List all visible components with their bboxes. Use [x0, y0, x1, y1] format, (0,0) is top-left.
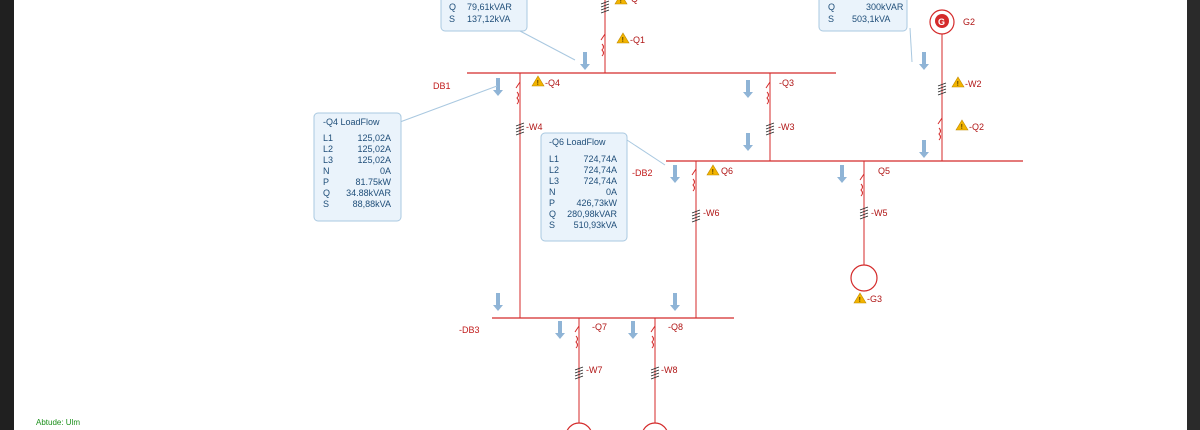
flow-arrow-icon: [743, 133, 753, 151]
loadflow-row-key: L1: [323, 133, 333, 143]
box-row-key: S: [449, 14, 455, 24]
bus-label-db1[interactable]: DB1: [433, 81, 451, 91]
flow-arrow-icon: [555, 321, 565, 339]
loadflow-box-top-right[interactable]: Q 300kVAR S 503,1kVA: [818, 0, 908, 32]
flow-arrow-icon: [493, 293, 503, 311]
loadflow-row-value: 125,02A: [357, 144, 391, 154]
loadflow-row-value: 34.88kVAR: [346, 188, 391, 198]
loadflow-row-key: L1: [549, 154, 559, 164]
loadflow-row-key: Q: [549, 209, 556, 219]
flow-arrow-icon: [670, 293, 680, 311]
cable-label-w5[interactable]: -W5: [871, 208, 888, 218]
device-label-q8[interactable]: -Q8: [668, 322, 683, 332]
warning-icon: [706, 164, 720, 177]
cable-label-w2[interactable]: -W2: [965, 79, 982, 89]
cable-label-w7[interactable]: -W7: [586, 365, 603, 375]
warning-icon: [951, 76, 965, 89]
loadflow-row-key: L2: [549, 165, 559, 175]
device-label-q6[interactable]: Q6: [721, 166, 733, 176]
flow-arrow-icon: [919, 140, 929, 158]
loadflow-row-value: 724,74A: [583, 165, 617, 175]
loadflow-row-key: N: [549, 187, 556, 197]
generator-label-g3[interactable]: -G3: [867, 294, 882, 304]
box-row-value: 503,1kVA: [852, 14, 890, 24]
device-label: -Q: [628, 0, 638, 4]
warning-icon: [614, 0, 628, 6]
loadflow-row-key: P: [549, 198, 555, 208]
loadflow-row-value: 510,93kVA: [574, 220, 617, 230]
device-label-q3[interactable]: -Q3: [779, 78, 794, 88]
loadflow-row-key: N: [323, 166, 330, 176]
device-label-q2[interactable]: -Q2: [969, 122, 984, 132]
generator-label-g2[interactable]: G2: [963, 17, 975, 27]
bus-label-db2[interactable]: -DB2: [632, 168, 653, 178]
box-row-value: 79,61kVAR: [467, 2, 512, 12]
box-row-value: 137,12kVA: [467, 14, 510, 24]
flow-arrow-icon: [628, 321, 638, 339]
loadflow-row-value: 724,74A: [583, 154, 617, 164]
load-w8-icon[interactable]: [642, 422, 668, 430]
diagram-canvas[interactable]: ! Q: [14, 0, 1187, 430]
loadflow-row-value: 0A: [380, 166, 391, 176]
loadflow-row-key: S: [323, 199, 329, 209]
load-w7-icon[interactable]: [566, 422, 592, 430]
loadflow-box-q4[interactable]: -Q4 LoadFlow L1 125,02A L2 125,02A L3 125,02A…: [313, 112, 402, 222]
loadflow-row-value: 125,02A: [357, 133, 391, 143]
flow-arrow-icon: [837, 165, 847, 183]
loadflow-title: -Q6 LoadFlow: [549, 137, 606, 147]
cable-label-w3[interactable]: -W3: [778, 122, 795, 132]
flow-arrow-icon: [580, 52, 590, 70]
box-row-key: Q: [828, 2, 835, 12]
warning-icon: [853, 292, 867, 305]
warning-icon: [955, 119, 969, 132]
loadflow-row-key: P: [323, 177, 329, 187]
loadflow-row-value: 81.75kW: [355, 177, 391, 187]
device-label-q7[interactable]: -Q7: [592, 322, 607, 332]
loadflow-row-key: L2: [323, 144, 333, 154]
warning-icon: [616, 32, 630, 45]
bus-label-db3[interactable]: -DB3: [459, 325, 480, 335]
box-row-key: Q: [449, 2, 456, 12]
loadflow-row-value: 0A: [606, 187, 617, 197]
box-row-value: 300kVAR: [866, 2, 904, 12]
loadflow-box-top-left[interactable]: Q 79,61kVAR S 137,12kVA: [440, 0, 528, 32]
loadflow-title: -Q4 LoadFlow: [323, 117, 380, 127]
device-label-q1[interactable]: -Q1: [630, 35, 645, 45]
flow-arrow-icon: [670, 165, 680, 183]
warning-icon: [531, 75, 545, 88]
device-label-q4[interactable]: -Q4: [545, 78, 560, 88]
loadflow-row-key: Q: [323, 188, 330, 198]
generator-symbol: G: [938, 17, 945, 27]
box-row-key: S: [828, 14, 834, 24]
flow-arrow-icon: [743, 80, 753, 98]
status-text: Abtude: Ulm: [36, 418, 81, 427]
cable-label-w4[interactable]: -W4: [526, 122, 543, 132]
loadflow-row-value: 88,88kVA: [353, 199, 391, 209]
loadflow-row-value: 426,73kW: [576, 198, 617, 208]
loadflow-row-key: L3: [323, 155, 333, 165]
loadflow-row-key: S: [549, 220, 555, 230]
vertical-scrollbar[interactable]: [1187, 0, 1200, 430]
loadflow-row-key: L3: [549, 176, 559, 186]
flow-arrow-icon: [919, 52, 929, 70]
single-line-diagram: ! Q: [313, 0, 1023, 430]
cable-label-w8[interactable]: -W8: [661, 365, 678, 375]
loadflow-row-value: 280,98kVAR: [567, 209, 617, 219]
loadflow-row-value: 125,02A: [357, 155, 391, 165]
cable-label-w6[interactable]: -W6: [703, 208, 720, 218]
loadflow-row-value: 724,74A: [583, 176, 617, 186]
device-label-q5[interactable]: Q5: [878, 166, 890, 176]
generator-g3-icon[interactable]: [850, 264, 878, 292]
loadflow-box-q6[interactable]: -Q6 LoadFlow L1 724,74A L2 724,74A L3 724,74A…: [540, 132, 628, 242]
